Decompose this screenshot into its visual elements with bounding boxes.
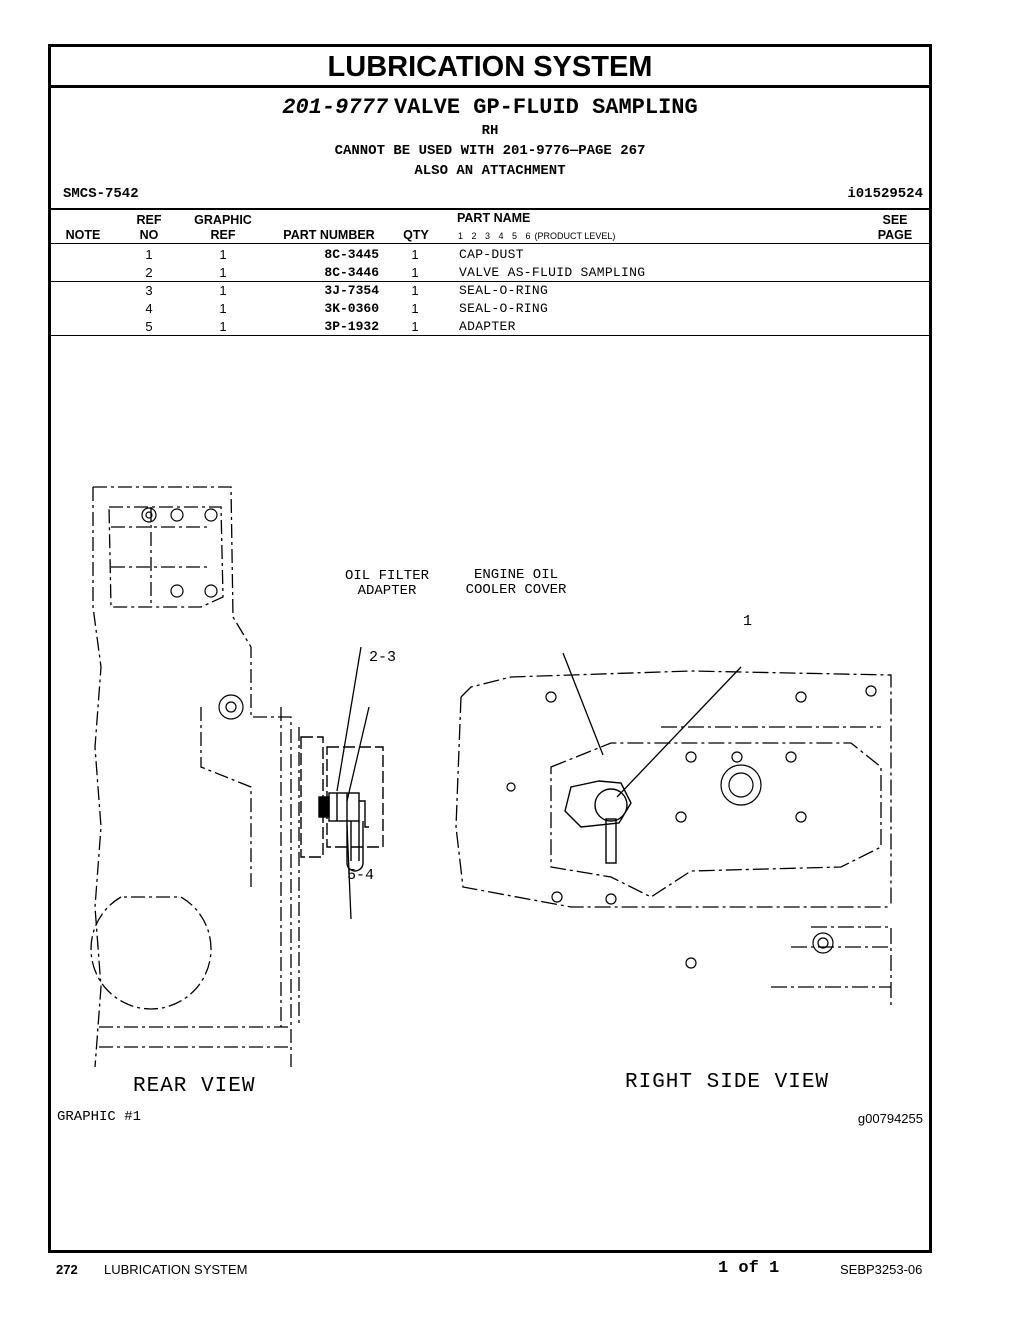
right-side-bolts xyxy=(506,685,877,969)
ref-no-cell: 1 xyxy=(145,247,153,262)
part-name-cell: SEAL-O-RING xyxy=(459,283,549,298)
product-levels: 1 2 3 4 5 6(PRODUCT LEVEL) xyxy=(458,231,615,241)
row-divider xyxy=(51,281,929,282)
part-number-cell: 3J-7354 xyxy=(324,283,379,298)
right-side-view-label: RIGHT SIDE VIEW xyxy=(625,1071,830,1094)
page-frame: LUBRICATION SYSTEM 201-9777 VALVE GP-FLU… xyxy=(48,44,932,1253)
qty-cell: 1 xyxy=(411,319,419,334)
header-rule xyxy=(51,243,929,244)
group-part-number: 201-9777 xyxy=(282,95,388,120)
header-part-number: PART NUMBER xyxy=(283,228,375,242)
header-graphic-top: GRAPHIC xyxy=(194,213,252,227)
footer-page-of: 1 of 1 xyxy=(718,1259,780,1278)
graphic-label: GRAPHIC #1 xyxy=(57,1109,142,1125)
graphic-ref-cell: 1 xyxy=(219,247,227,262)
part-number-cell: 8C-3446 xyxy=(324,265,379,280)
graphic-ref-cell: 1 xyxy=(219,301,227,316)
header-see-bottom: PAGE xyxy=(877,228,913,242)
table-row: 2 1 8C-3446 1 VALVE AS-FLUID SAMPLING xyxy=(51,263,929,281)
callout-1: 1 xyxy=(743,613,753,630)
part-number-cell: 3P-1932 xyxy=(324,319,379,334)
part-name-cell: ADAPTER xyxy=(459,319,516,334)
rear-view-label: REAR VIEW xyxy=(133,1075,256,1098)
part-name-cell: CAP-DUST xyxy=(459,247,524,262)
header-note: NOTE xyxy=(65,228,101,242)
part-name-cell: VALVE AS-FLUID SAMPLING xyxy=(459,265,646,280)
qty-cell: 1 xyxy=(411,265,419,280)
ref-no-cell: 3 xyxy=(145,283,153,298)
callout-2-3: 2-3 xyxy=(369,649,397,666)
header-ref-top: REF xyxy=(136,213,162,227)
divider xyxy=(51,208,929,210)
qty-cell: 1 xyxy=(411,247,419,262)
rear-view-bolts xyxy=(141,507,244,720)
part-number-cell: 3K-0360 xyxy=(324,301,379,316)
graphic-ref-cell: 1 xyxy=(219,283,227,298)
table-row: 5 1 3P-1932 1 ADAPTER xyxy=(51,317,929,335)
cooler-label-line2: COOLER COVER xyxy=(465,582,567,598)
footer-doc-number: SEBP3253-06 xyxy=(840,1262,923,1277)
cooler-label-line1: ENGINE OIL xyxy=(473,567,558,583)
product-level-label: (PRODUCT LEVEL) xyxy=(534,231,616,241)
sampling-valve-right xyxy=(564,780,632,864)
graphic-number: g00794255 xyxy=(857,1111,923,1126)
oil-filter-label-line1: OIL FILTER xyxy=(344,568,429,584)
engine-oil-cooler-label: ENGINE OIL COOLER COVER xyxy=(461,568,571,598)
part-number-cell: 8C-3445 xyxy=(324,247,379,262)
table-row: 1 1 8C-3445 1 CAP-DUST xyxy=(51,245,929,263)
attachment-note: ALSO AN ATTACHMENT xyxy=(414,163,566,179)
ref-no-cell: 4 xyxy=(145,301,153,316)
footer-section: LUBRICATION SYSTEM xyxy=(104,1262,248,1277)
levels-numbers: 1 2 3 4 5 6 xyxy=(458,231,531,241)
right-side-view-drawing xyxy=(455,670,892,1007)
oil-filter-adapter-label: OIL FILTER ADAPTER xyxy=(339,569,435,599)
callout-5-4: 5-4 xyxy=(347,867,375,884)
header-qty: QTY xyxy=(403,228,429,242)
illustration-id: i01529524 xyxy=(847,186,923,202)
row-divider xyxy=(51,335,929,336)
header-graphic-bottom: REF xyxy=(210,228,236,242)
rear-view-drawing xyxy=(90,486,300,1068)
leader-lines xyxy=(336,646,742,920)
group-description: VALVE GP-FLUID SAMPLING xyxy=(394,95,698,120)
page-title: LUBRICATION SYSTEM xyxy=(51,47,929,88)
table-row: 4 1 3K-0360 1 SEAL-O-RING xyxy=(51,299,929,317)
oil-filter-adapter-drawing xyxy=(300,736,384,872)
compatibility-note: CANNOT BE USED WITH 201-9776—PAGE 267 xyxy=(334,143,646,159)
smcs-code: SMCS-7542 xyxy=(63,186,139,202)
parts-illustration xyxy=(90,486,892,1068)
qty-cell: 1 xyxy=(411,283,419,298)
header-see-top: SEE xyxy=(882,213,908,227)
header-ref-bottom: NO xyxy=(139,228,159,242)
footer-page-number: 272 xyxy=(56,1262,78,1277)
qty-cell: 1 xyxy=(411,301,419,316)
part-name-cell: SEAL-O-RING xyxy=(459,301,549,316)
table-row: 3 1 3J-7354 1 SEAL-O-RING xyxy=(51,281,929,299)
group-heading: 201-9777 VALVE GP-FLUID SAMPLING xyxy=(51,93,929,120)
header-part-name: PART NAME xyxy=(457,211,531,225)
side-note: RH xyxy=(481,123,499,139)
ref-no-cell: 5 xyxy=(145,319,153,334)
graphic-ref-cell: 1 xyxy=(219,319,227,334)
ref-no-cell: 2 xyxy=(145,265,153,280)
graphic-ref-cell: 1 xyxy=(219,265,227,280)
oil-filter-label-line2: ADAPTER xyxy=(357,583,417,599)
